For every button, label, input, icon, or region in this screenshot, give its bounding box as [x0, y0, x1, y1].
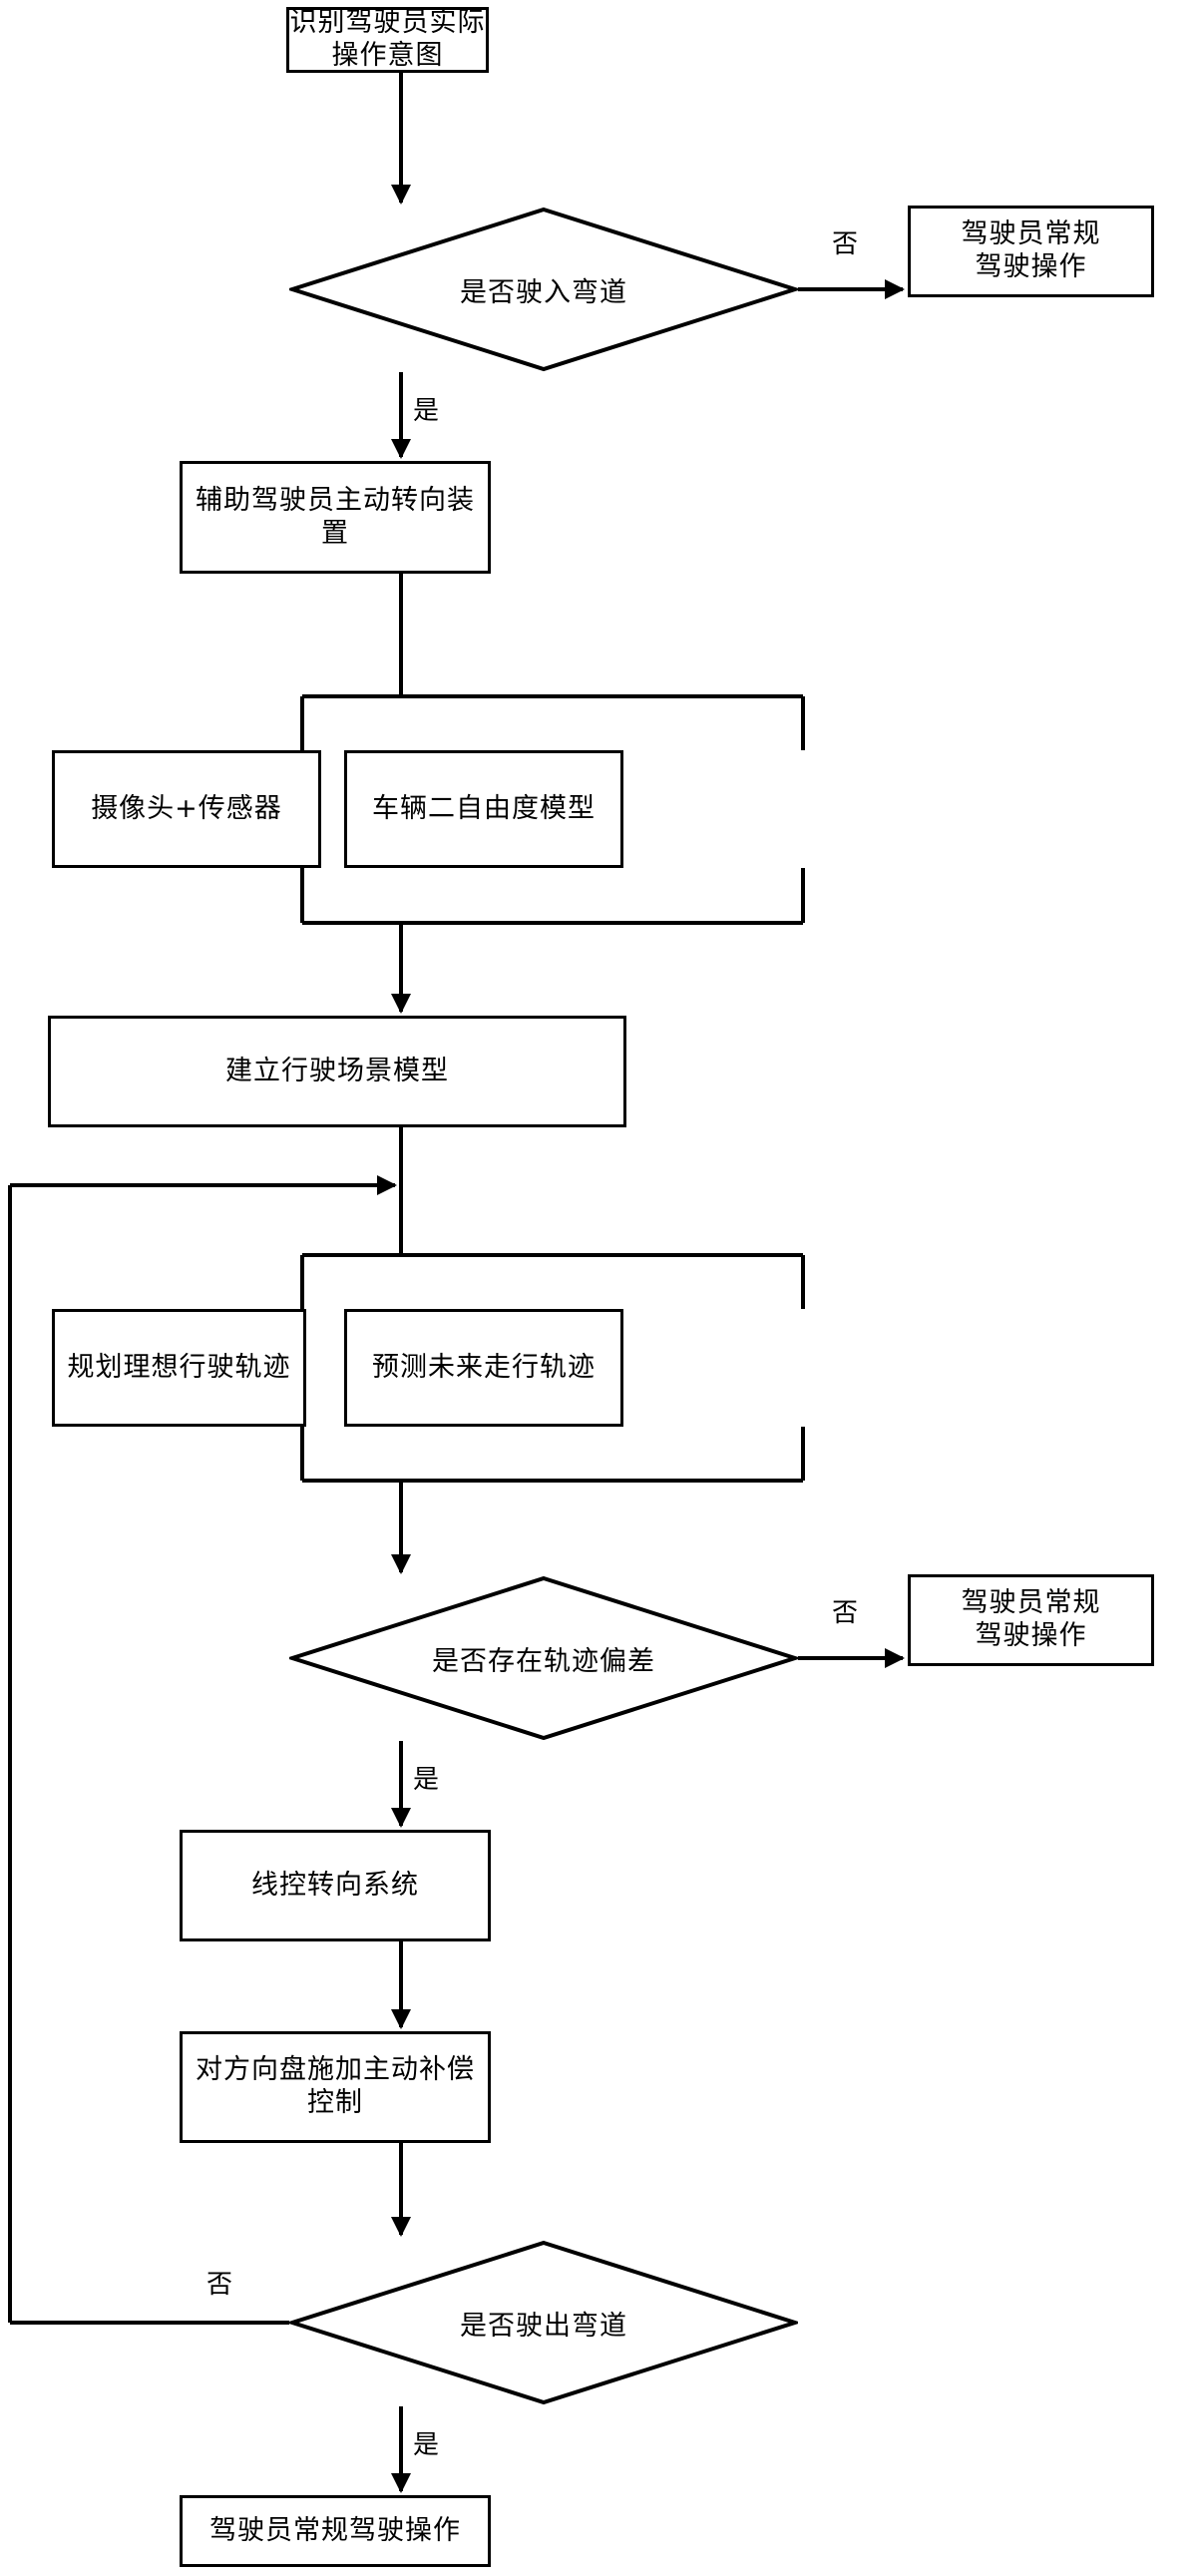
node-normal-driving-1[interactable]: 驾驶员常规 驾驶操作 [908, 206, 1154, 297]
diamond-outline [289, 207, 798, 372]
node-assist-active-steering-device[interactable]: 辅助驾驶员主动转向装置 [180, 461, 491, 574]
node-plan-ideal-trajectory[interactable]: 规划理想行驶轨迹 [52, 1309, 306, 1427]
edge-label-exiting-curve-no: 否 [206, 2270, 233, 2300]
node-vehicle-2dof-model[interactable]: 车辆二自由度模型 [344, 750, 623, 868]
node-predict-future-trajectory[interactable]: 预测未来走行轨迹 [344, 1309, 623, 1427]
node-label: 驾驶员常规 驾驶操作 [961, 1587, 1101, 1651]
node-decision-exiting-curve[interactable]: 是否驶出弯道 [289, 2240, 798, 2405]
node-label: 是否驶出弯道 [460, 2310, 627, 2342]
node-identify-driver-intent[interactable]: 识别驾驶员实际操作意图 [286, 7, 489, 73]
node-label: 车辆二自由度模型 [372, 792, 596, 824]
node-build-driving-scene-model[interactable]: 建立行驶场景模型 [48, 1016, 626, 1127]
node-camera-sensor[interactable]: 摄像头+传感器 [52, 750, 321, 868]
node-label: 驾驶员常规 驾驶操作 [961, 218, 1101, 282]
node-label: 驾驶员常规驾驶操作 [209, 2514, 461, 2546]
node-label: 规划理想行驶轨迹 [67, 1351, 291, 1383]
edge-label-deviation-yes: 是 [413, 1765, 440, 1795]
edge-label-deviation-no: 否 [832, 1598, 859, 1628]
diamond-outline [289, 1575, 798, 1741]
node-label: 对方向盘施加主动补偿控制 [196, 2054, 475, 2118]
node-label: 识别驾驶员实际操作意图 [289, 7, 486, 71]
node-normal-driving-2[interactable]: 驾驶员常规 驾驶操作 [908, 1574, 1154, 1666]
edge-label-entering-curve-no: 否 [832, 229, 859, 259]
node-label: 是否存在轨迹偏差 [432, 1645, 655, 1677]
node-decision-trajectory-deviation[interactable]: 是否存在轨迹偏差 [289, 1575, 798, 1741]
node-label: 摄像头+传感器 [91, 792, 282, 824]
node-label: 是否驶入弯道 [460, 276, 627, 308]
node-label: 线控转向系统 [251, 1869, 419, 1901]
node-apply-active-compensation[interactable]: 对方向盘施加主动补偿控制 [180, 2031, 491, 2143]
node-label: 预测未来走行轨迹 [372, 1351, 596, 1383]
node-label: 建立行驶场景模型 [225, 1055, 449, 1086]
diamond-outline [289, 2240, 798, 2405]
edge-label-exiting-curve-yes: 是 [413, 2430, 440, 2460]
node-normal-driving-3[interactable]: 驾驶员常规驾驶操作 [180, 2495, 491, 2567]
node-decision-entering-curve[interactable]: 是否驶入弯道 [289, 207, 798, 372]
edge-label-entering-curve-yes: 是 [413, 396, 440, 426]
node-steer-by-wire-system[interactable]: 线控转向系统 [180, 1830, 491, 1941]
node-label: 辅助驾驶员主动转向装置 [196, 484, 475, 549]
